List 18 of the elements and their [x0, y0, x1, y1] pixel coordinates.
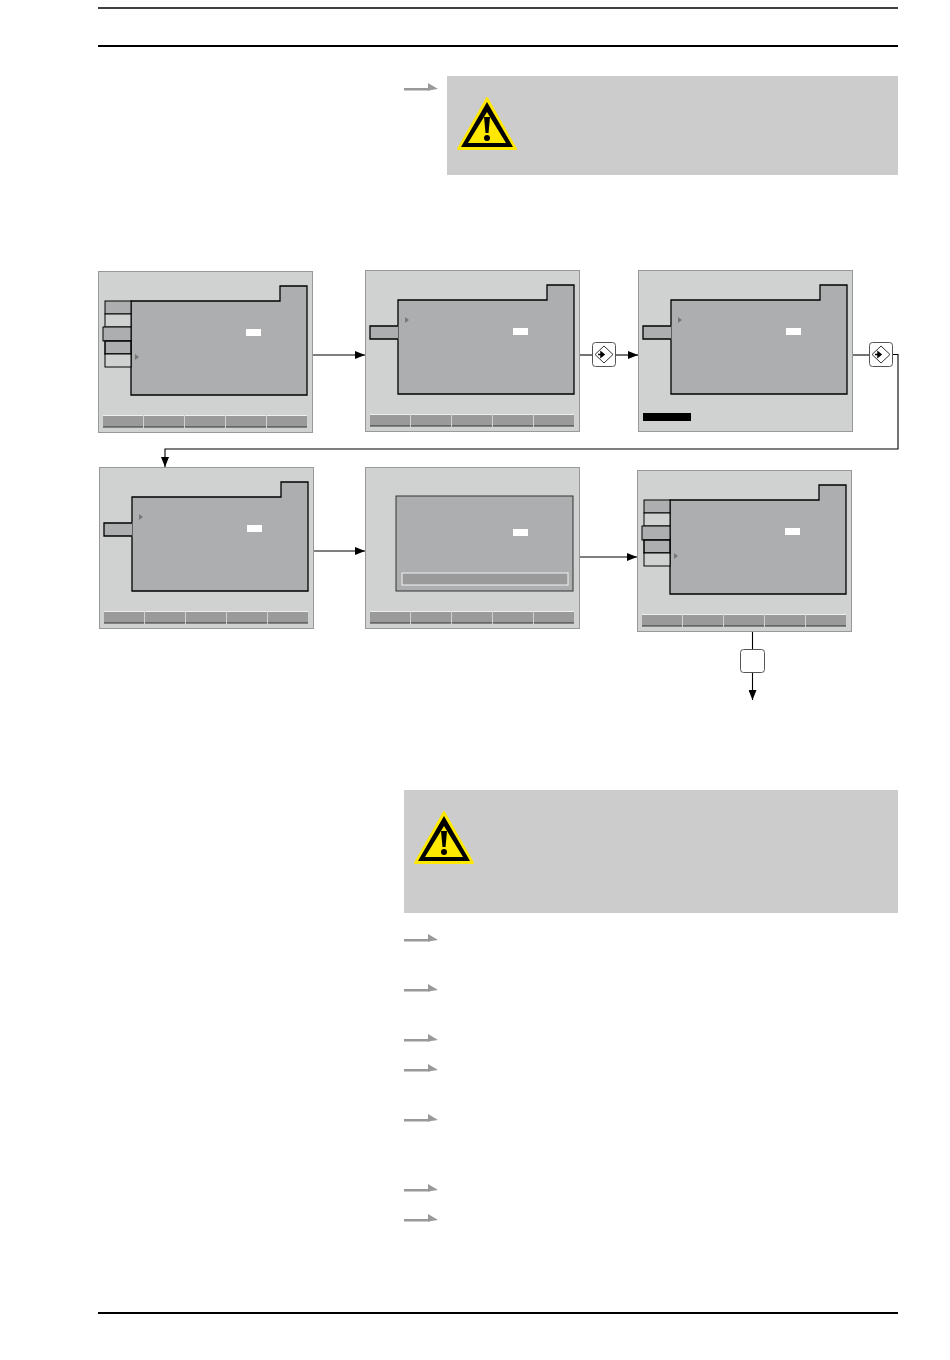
display-screen-drawing: [365, 270, 580, 432]
connector-line: [751, 631, 754, 650]
display-screen-drawing: [98, 271, 313, 433]
display-screen-drawing: [637, 470, 852, 632]
connector-line: [852, 354, 870, 356]
arrow: [615, 351, 639, 359]
arrow: [748, 672, 757, 701]
enter-key: [592, 342, 616, 367]
connector-line: [579, 354, 593, 356]
display-screen-drawing: [365, 467, 580, 629]
arrow: [579, 553, 638, 561]
arrow: [313, 547, 366, 555]
arrow: [312, 351, 366, 359]
display-screen-drawing: [638, 270, 853, 432]
empty-box: [740, 649, 765, 673]
display-screen-drawing: [99, 467, 314, 629]
arrow: [161, 353, 899, 468]
enter-key: [869, 342, 893, 367]
